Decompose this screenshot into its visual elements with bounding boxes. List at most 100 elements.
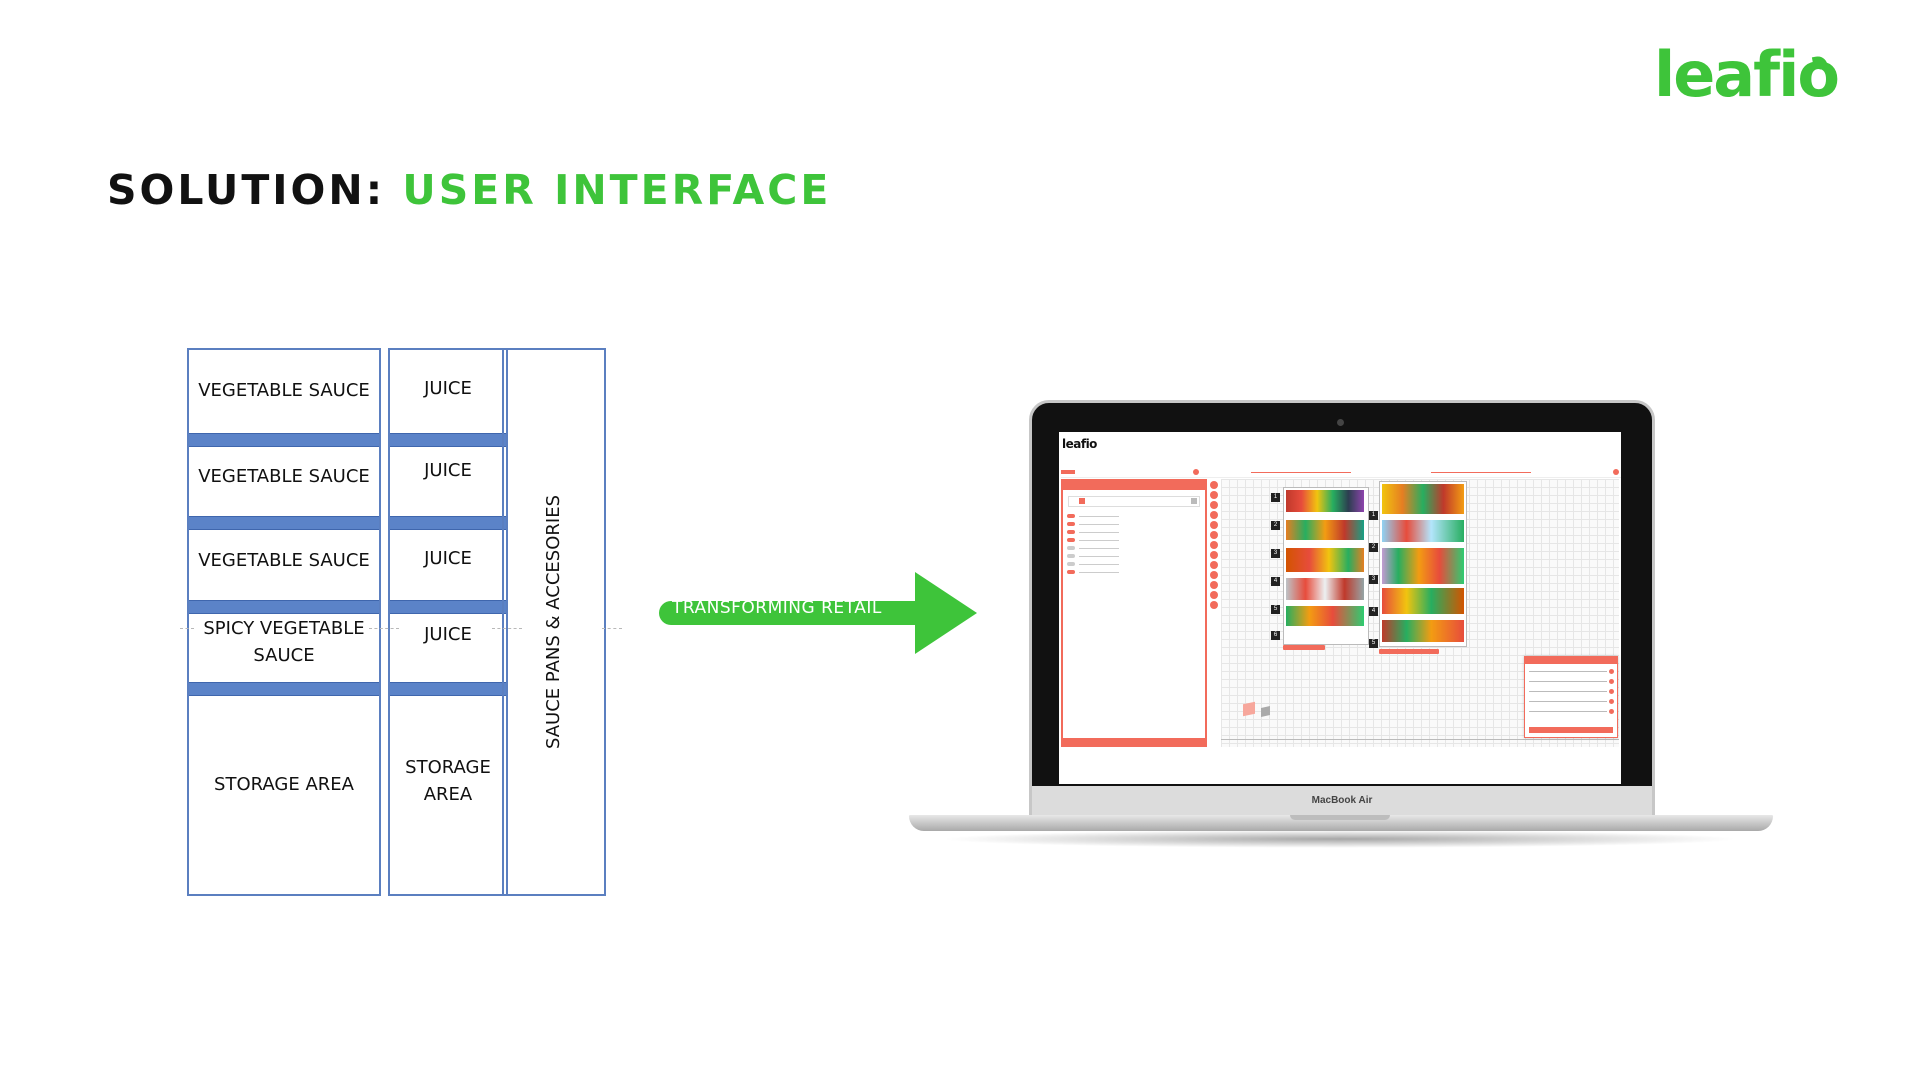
tool-icon[interactable]	[1210, 571, 1218, 579]
list-item[interactable]	[1067, 554, 1119, 558]
product-block[interactable]	[1382, 548, 1464, 584]
list-item[interactable]	[1067, 562, 1119, 566]
tool-icon[interactable]	[1210, 531, 1218, 539]
remove-icon[interactable]	[1609, 699, 1614, 704]
bay-number: 2	[1271, 521, 1280, 530]
product-block[interactable]	[1382, 520, 1464, 542]
apply-button[interactable]	[1529, 727, 1613, 733]
cube-icon[interactable]	[1243, 701, 1255, 717]
toggle[interactable]	[1067, 522, 1075, 526]
cube-icon[interactable]	[1261, 706, 1270, 717]
tab-settings[interactable]	[1158, 481, 1205, 490]
panel-footer	[1063, 738, 1205, 745]
bay-number: 2	[1369, 543, 1378, 552]
properties-panel	[1524, 656, 1618, 738]
list-item[interactable]	[1067, 522, 1119, 526]
bay-number: 3	[1369, 575, 1378, 584]
guide-line	[369, 628, 399, 629]
bay-number: 1	[1271, 493, 1280, 502]
cell-vegetable-sauce-2: VEGETABLE SAUCE	[198, 465, 370, 487]
bay-number: 4	[1369, 607, 1378, 616]
tool-icon[interactable]	[1210, 481, 1218, 489]
laptop-notch	[1290, 815, 1390, 820]
close-icon[interactable]	[1191, 498, 1197, 504]
remove-icon[interactable]	[1609, 689, 1614, 694]
bay-toolbar[interactable]	[1283, 645, 1325, 650]
list-item[interactable]	[1067, 530, 1119, 534]
cell-storage-area-1: STORAGE AREA	[214, 773, 354, 795]
tool-icon[interactable]	[1210, 501, 1218, 509]
product-block[interactable]	[1286, 578, 1364, 600]
remove-icon[interactable]	[1609, 669, 1614, 674]
close-icon[interactable]	[1613, 469, 1619, 475]
page-title: SOLUTION: USER INTERFACE	[107, 166, 831, 214]
arrow-label: TRANSFORMING RETAIL	[672, 598, 882, 618]
product-block[interactable]	[1286, 548, 1364, 572]
list-item[interactable]	[1067, 514, 1119, 518]
guide-line	[602, 628, 622, 629]
remove-icon[interactable]	[1609, 709, 1614, 714]
toggle[interactable]	[1067, 514, 1075, 518]
list-item[interactable]	[1067, 546, 1119, 550]
list-item[interactable]	[1067, 570, 1119, 574]
product-block[interactable]	[1382, 620, 1464, 642]
zoom-slider[interactable]	[1251, 472, 1351, 473]
bay-number: 5	[1369, 639, 1378, 648]
tool-icon[interactable]	[1210, 581, 1218, 589]
product-block[interactable]	[1382, 588, 1464, 614]
shelf	[390, 682, 506, 696]
tool-icon[interactable]	[1210, 551, 1218, 559]
planogram-column-sauce: VEGETABLE SAUCE VEGETABLE SAUCE VEGETABL…	[187, 348, 381, 896]
product-block[interactable]	[1286, 490, 1364, 512]
planogram-column-juice: JUICE JUICE JUICE JUICE STORAGE AREA	[388, 348, 508, 896]
toggle[interactable]	[1067, 530, 1075, 534]
product-block[interactable]	[1382, 484, 1464, 514]
filter-icon[interactable]	[1079, 498, 1085, 504]
product-block[interactable]	[1286, 520, 1364, 540]
bay-number: 3	[1271, 549, 1280, 558]
tool-icon[interactable]	[1210, 491, 1218, 499]
bay-number: 5	[1271, 605, 1280, 614]
laptop-shadow	[940, 830, 1740, 848]
toggle[interactable]	[1067, 562, 1075, 566]
tool-icon[interactable]	[1210, 591, 1218, 599]
cell-vegetable-sauce-1: VEGETABLE SAUCE	[198, 379, 370, 401]
cell-storage-area-2: STORAGE AREA	[405, 757, 491, 805]
toggle[interactable]	[1067, 554, 1075, 558]
properties-header	[1525, 657, 1617, 664]
title-highlight: USER INTERFACE	[402, 166, 832, 214]
tool-icon[interactable]	[1210, 601, 1218, 609]
tool-icon[interactable]	[1210, 521, 1218, 529]
tool-icon[interactable]	[1210, 561, 1218, 569]
shelf	[189, 682, 379, 696]
toggle[interactable]	[1067, 546, 1075, 550]
planogram-column-accessories: SAUCE PANS & ACCESORIES	[502, 348, 606, 896]
cell-juice-2: JUICE	[424, 459, 472, 481]
laptop-base	[909, 815, 1773, 831]
shelf-bay-left[interactable]	[1283, 487, 1369, 645]
toggle[interactable]	[1067, 538, 1075, 542]
cell-juice-3: JUICE	[424, 547, 472, 569]
product-block[interactable]	[1286, 606, 1364, 626]
search-input[interactable]	[1068, 496, 1200, 507]
camera-icon	[1337, 419, 1344, 426]
tab-products[interactable]	[1063, 481, 1110, 490]
list-item[interactable]	[1067, 538, 1119, 542]
app-toolbar	[1061, 468, 1621, 478]
tool-icon[interactable]	[1210, 511, 1218, 519]
tool-icon[interactable]	[1210, 541, 1218, 549]
cell-juice-4: JUICE	[424, 623, 472, 645]
bay-toolbar[interactable]	[1379, 649, 1439, 654]
shelf-bay-right[interactable]	[1379, 481, 1467, 647]
menu-icon[interactable]	[1061, 470, 1075, 474]
user-icon[interactable]	[1193, 469, 1199, 475]
cell-vegetable-sauce-3: VEGETABLE SAUCE	[198, 549, 370, 571]
zoom-slider[interactable]	[1431, 472, 1531, 473]
remove-icon[interactable]	[1609, 679, 1614, 684]
cell-juice-1: JUICE	[424, 377, 472, 399]
cell-spicy-vegetable-sauce: SPICY VEGETABLE SAUCE	[203, 618, 365, 666]
tab-filters[interactable]	[1110, 481, 1157, 490]
shelf	[390, 516, 506, 530]
toggle[interactable]	[1067, 570, 1075, 574]
shelf	[189, 516, 379, 530]
